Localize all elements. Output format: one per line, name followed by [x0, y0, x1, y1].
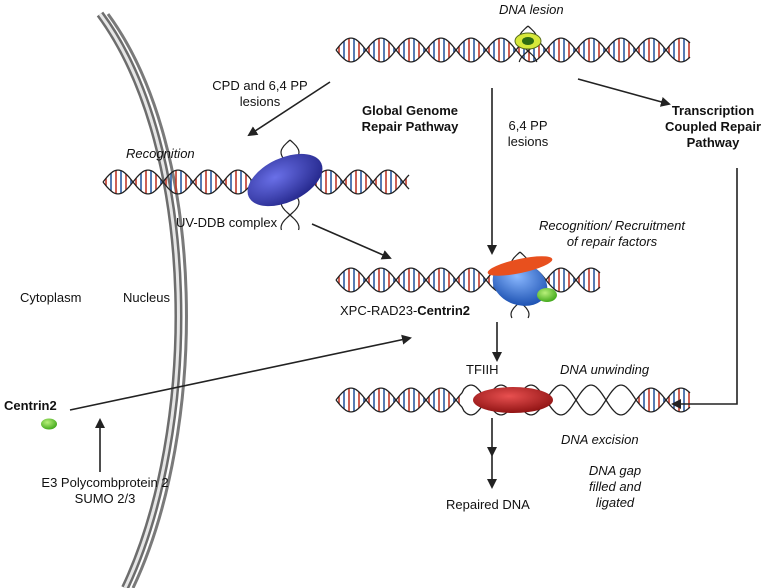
dna-lesion-marker [514, 32, 542, 50]
uv-ddb-label: UV-DDB complex [176, 215, 278, 230]
tfiih-shape [473, 387, 553, 413]
pp-lesions-line2: lesions [507, 134, 549, 149]
dna-unwinding-label: DNA unwinding [560, 362, 650, 377]
xpc-complex-shape [487, 256, 557, 306]
recruitment-line2: of repair factors [566, 234, 658, 249]
arrow-to-uvddb [247, 81, 331, 137]
ggr-line2: Repair Pathway [361, 119, 459, 134]
recruitment-line1: Recognition/ Recruitment [539, 218, 685, 233]
centrin2-label: Centrin2 [4, 398, 57, 413]
xpc-label-centrin2: Centrin2 [417, 303, 471, 318]
e3-line1: E3 Polycombprotein 2 [41, 475, 169, 490]
gap-line3: ligated [595, 495, 635, 510]
xpc-complex-label: XPC-RAD23-Centrin2 [340, 303, 470, 319]
uv-ddb-complex-shape [247, 153, 323, 207]
repaired-dna-label: Repaired DNA [446, 497, 530, 512]
pp-lesions-line1: 6,4 PP [508, 118, 548, 133]
nucleus-label: Nucleus [123, 290, 170, 305]
tcr-pathway-label: Transcription Coupled Repair Pathway [653, 103, 773, 151]
arrow-centrin-import [69, 334, 412, 411]
dna-gap-label: DNA gap filled and ligated [570, 463, 660, 511]
cytoplasm-label: Cytoplasm [20, 290, 82, 305]
xpc-label-prefix: XPC-RAD23- [340, 303, 418, 318]
cpd-lesions-line2: lesions [239, 94, 281, 109]
recognition-label: Recognition [126, 146, 195, 161]
cpd-lesions-line1: CPD and 6,4 PP [212, 78, 308, 93]
dna-excision-label: DNA excision [561, 432, 639, 447]
dna-lesion-label: DNA lesion [499, 2, 564, 17]
dna-helix-top [335, 37, 691, 63]
gap-line1: DNA gap [588, 463, 642, 478]
arrow-uvddb-to-xpc [311, 223, 392, 260]
ggr-pathway-label: Global Genome Repair Pathway [350, 103, 470, 135]
ggr-line1: Global Genome [361, 103, 459, 118]
tcr-line2: Coupled Repair [664, 119, 762, 134]
e3-line2: SUMO 2/3 [74, 491, 136, 506]
pp-lesions-label: 6,4 PP lesions [498, 118, 558, 150]
centrin2-cytoplasm-shape [41, 418, 57, 430]
arrow-tcr-to-tfiih [671, 168, 738, 409]
tcr-line3: Pathway [686, 135, 740, 150]
tfiih-label: TFIIH [466, 362, 499, 377]
e3-sumo-label: E3 Polycombprotein 2 SUMO 2/3 [15, 475, 195, 507]
recruitment-label: Recognition/ Recruitment of repair facto… [512, 218, 712, 250]
cpd-lesions-label: CPD and 6,4 PP lesions [200, 78, 320, 110]
gap-line2: filled and [588, 479, 642, 494]
dna-helix-xpc [335, 267, 601, 293]
tcr-line1: Transcription [671, 103, 755, 118]
arrow-to-tcr [577, 78, 671, 107]
